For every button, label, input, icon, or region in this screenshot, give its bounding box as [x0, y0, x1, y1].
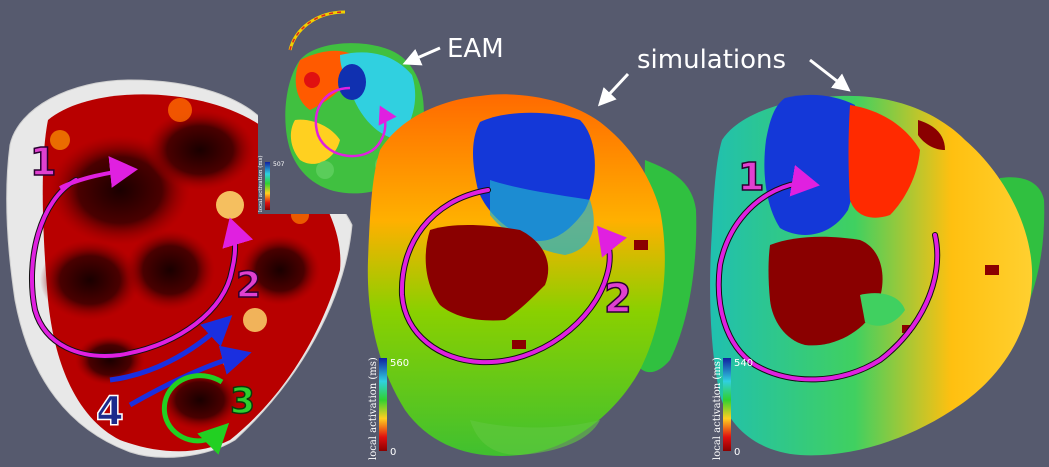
simulations-arrow-left — [597, 72, 630, 107]
middle-colorbar — [379, 358, 387, 451]
left-label-1: 1 — [30, 140, 56, 184]
simulations-annotation: simulations — [637, 45, 786, 75]
eam-colorbar — [265, 162, 270, 210]
middle-heart-simulation — [367, 94, 697, 456]
middle-colorbar-title: local activation (ms) — [368, 357, 379, 460]
left-label-2: 2 — [236, 265, 261, 306]
eam-loop-arrow — [314, 86, 397, 158]
right-colorbar-title: local activation (ms) — [712, 357, 723, 460]
left-magenta-top-arrow — [59, 156, 138, 190]
middle-colorbar-min: 0 — [390, 447, 396, 458]
left-blue-arrow-a — [109, 315, 233, 383]
right-colorbar-max: 540 — [734, 358, 753, 369]
right-colorbar-min: 0 — [734, 447, 740, 458]
eam-annotation: EAM — [447, 34, 504, 64]
eam-colorbar-max: 507 — [273, 161, 285, 168]
eam-colorbar-title: local activation (ms) — [257, 155, 264, 212]
middle-label-2: 2 — [604, 276, 632, 322]
eam-annotation-arrow — [402, 46, 441, 66]
left-label-4: 4 — [96, 389, 124, 435]
middle-colorbar-max: 560 — [390, 358, 409, 369]
right-heart-simulation — [710, 94, 1045, 456]
simulations-arrow-right — [809, 58, 851, 92]
left-green-loop-arrow — [161, 373, 230, 455]
left-label-3: 3 — [230, 381, 255, 422]
right-colorbar — [723, 358, 731, 451]
right-label-1: 1 — [738, 155, 764, 199]
